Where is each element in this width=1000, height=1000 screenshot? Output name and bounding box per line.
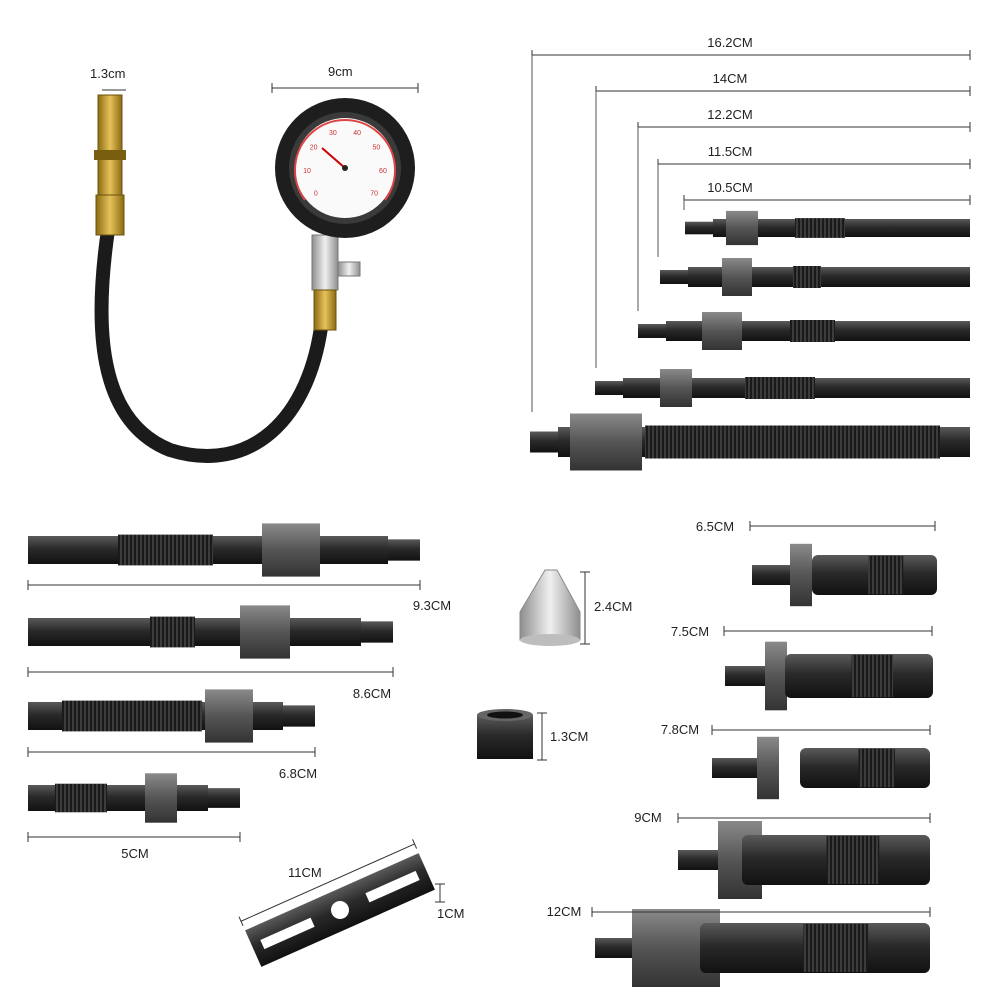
wrench-length-label: 11CM [288,865,322,880]
gauge-dimensions: 1.3cm 9cm [90,64,419,93]
cone-tip-label: 2.4CM [594,599,632,614]
hex-nut [262,523,320,577]
adapter-rod [688,267,970,287]
short-adapter: 9.3CM [27,523,451,613]
quick-coupler-tip [361,621,393,643]
compression-gauge: 0 10 20 30 40 50 60 70 [94,94,415,463]
large-adapter: 7.8CM [661,722,931,800]
long-adapter: 14CM [595,71,971,407]
thread [55,783,107,813]
dial-tick-label: 0 [314,190,318,197]
dimension-label: 12CM [547,904,582,919]
gauge-hose [94,223,329,463]
quick-coupler-tip [712,758,757,778]
quick-coupler-tip [208,788,240,808]
thread [826,836,880,884]
sleeve: 1.3CM [477,709,588,761]
gauge-tick-labels: 0 10 20 30 40 50 60 70 [303,130,387,197]
hex-nut [702,312,742,350]
dial-width-label: 9cm [328,64,353,79]
dimension-label: 14CM [713,71,748,86]
thread [793,266,821,288]
dimension-label: 16.2CM [707,35,753,50]
dimension-label: 7.5CM [671,624,709,639]
dimension-label: 11.5CM [708,144,753,159]
dimension-label: 9CM [634,810,661,825]
dial-tick-label: 70 [370,190,378,197]
thread [150,616,195,648]
long-adapter: 16.2CM [530,35,971,471]
thread [62,700,202,732]
hex-nut [205,689,253,743]
quick-coupler-tip [595,381,623,395]
dial-tick-label: 60 [379,168,387,175]
thread [868,555,904,595]
large-adapter: 9CM [634,810,931,899]
dimension-label: 8.6CM [353,686,391,701]
dial-tick-label: 40 [353,130,361,137]
hex-nut [240,605,290,659]
short-adapter: 6.8CM [27,689,317,781]
short-adapter-set: 9.3CM 8.6CM 6.8CM 5CM [27,523,451,861]
large-adapter-set: 6.5CM 7.5CM 7.8CM 9CM 12CM [547,519,937,987]
thread [645,425,940,459]
quick-coupler-tip [388,539,420,561]
long-adapter-set: 16.2CM 14CM 12.2CM 11.5CM 10.5CM [530,35,971,471]
sleeve-label: 1.3CM [550,729,588,744]
large-adapter: 6.5CM [696,519,937,607]
quick-coupler-tip [725,666,765,686]
adapter-wrench: 11CM 1CM [238,839,464,967]
quick-coupler-tip [530,431,558,453]
hex-nut [722,258,752,296]
dimension-label: 6.5CM [696,519,734,534]
thread [118,534,213,566]
dial-tick-label: 10 [303,168,311,175]
short-adapter: 8.6CM [27,605,394,701]
quick-coupler-tip [685,221,713,235]
gauge-stem [311,234,339,291]
thread [790,320,835,342]
dimension-label: 10.5CM [707,180,753,195]
hex-nut [726,210,758,246]
hex-nut [570,413,642,471]
quick-coupler-tip [283,705,315,727]
dimension-label: 12.2CM [707,107,753,122]
dimension-label: 7.8CM [661,722,699,737]
large-adapter: 12CM [547,904,931,987]
dial-tick-label: 20 [310,145,318,152]
thread [851,654,894,698]
hex-nut [660,369,692,407]
hex-nut [765,641,787,711]
large-adapter: 7.5CM [671,624,933,711]
quick-coupler-tip [660,270,688,284]
long-adapter: 11.5CM [657,144,971,296]
quick-coupler-tip [638,324,666,338]
quick-coupler-tip [752,565,790,585]
dimension-label: 6.8CM [279,766,317,781]
thread [745,377,815,399]
hex-nut [757,736,779,800]
thread [795,218,845,238]
wrench-thickness-label: 1CM [437,906,464,921]
dial-tick-label: 30 [329,130,337,137]
quick-coupler-tip [678,850,718,870]
brass-coupler [97,94,123,196]
cone-tip: 2.4CM [519,569,632,646]
gauge-needle [321,147,346,169]
hex-nut [790,543,812,607]
dial-tick-label: 50 [372,145,380,152]
long-adapter: 12.2CM [637,107,971,350]
thread [858,748,895,788]
dimension-label: 5CM [121,846,148,861]
dimension-label: 9.3CM [413,598,451,613]
thread [803,924,868,972]
connector-width-label: 1.3cm [90,66,125,81]
long-adapter: 10.5CM [683,180,971,246]
hex-nut [145,773,177,823]
quick-coupler-tip [595,938,632,958]
short-adapter: 5CM [27,773,241,861]
